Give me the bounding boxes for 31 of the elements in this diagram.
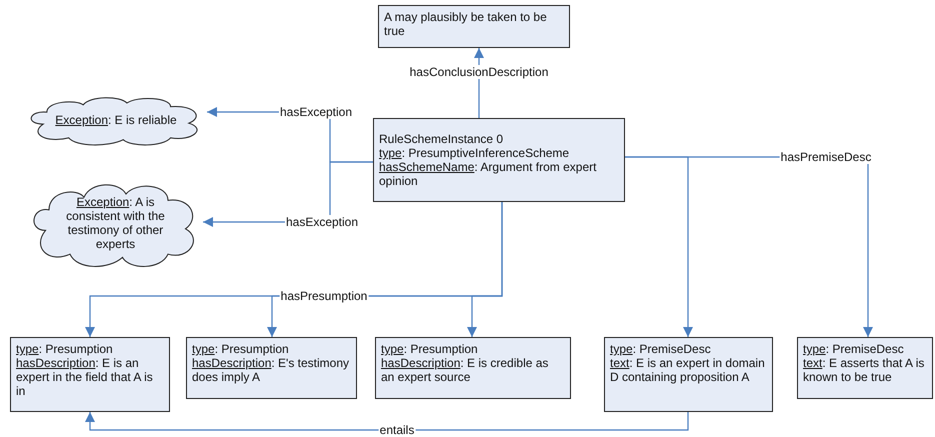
node-text: hasDescription: E is an expert in the field that A is in bbox=[16, 356, 154, 398]
edge-label: hasException bbox=[284, 215, 360, 229]
edge-label: hasConclusionDescription bbox=[408, 65, 550, 79]
node-text: type: Presumption bbox=[381, 342, 479, 356]
node-text: hasSchemeName: Argument from expert opinion bbox=[379, 160, 598, 188]
node-text: RuleSchemeInstance 0 bbox=[379, 132, 504, 146]
arrow bbox=[85, 412, 689, 431]
node-text: hasDescription: E's testimony does imply A bbox=[192, 356, 350, 384]
class-box bbox=[797, 337, 933, 399]
edge-label: entails bbox=[378, 423, 416, 437]
edge-label: hasPremiseDesc bbox=[780, 150, 872, 164]
edge-label: hasPresumption bbox=[280, 289, 368, 303]
class-box bbox=[10, 337, 170, 412]
node-text: A may plausibly be taken to be true bbox=[384, 10, 548, 38]
class-box bbox=[604, 337, 773, 412]
class-box bbox=[186, 337, 357, 399]
node-text: type: Presumption bbox=[192, 342, 290, 356]
class-box bbox=[373, 118, 625, 202]
node-text: Exception: A is consistent with the testimony of other experts bbox=[65, 194, 166, 250]
node-text: type: PresumptiveInferenceScheme bbox=[379, 146, 570, 160]
class-box bbox=[375, 337, 571, 399]
node-text: type: PremiseDesc bbox=[610, 342, 712, 356]
class-box bbox=[378, 5, 570, 48]
node-text: Exception: E is reliable bbox=[55, 112, 177, 126]
node-text: type: PremiseDesc bbox=[803, 342, 905, 356]
arrow bbox=[467, 202, 503, 337]
edge-label: hasException bbox=[278, 105, 354, 119]
node-text: type: Presumption bbox=[16, 342, 114, 356]
node-text: text: E is an expert in domain D containing proposition A bbox=[610, 356, 766, 384]
node-text: hasDescription: E is credible as an expert source bbox=[381, 356, 550, 384]
node-text: text: E asserts that A is known to be true bbox=[803, 356, 926, 384]
